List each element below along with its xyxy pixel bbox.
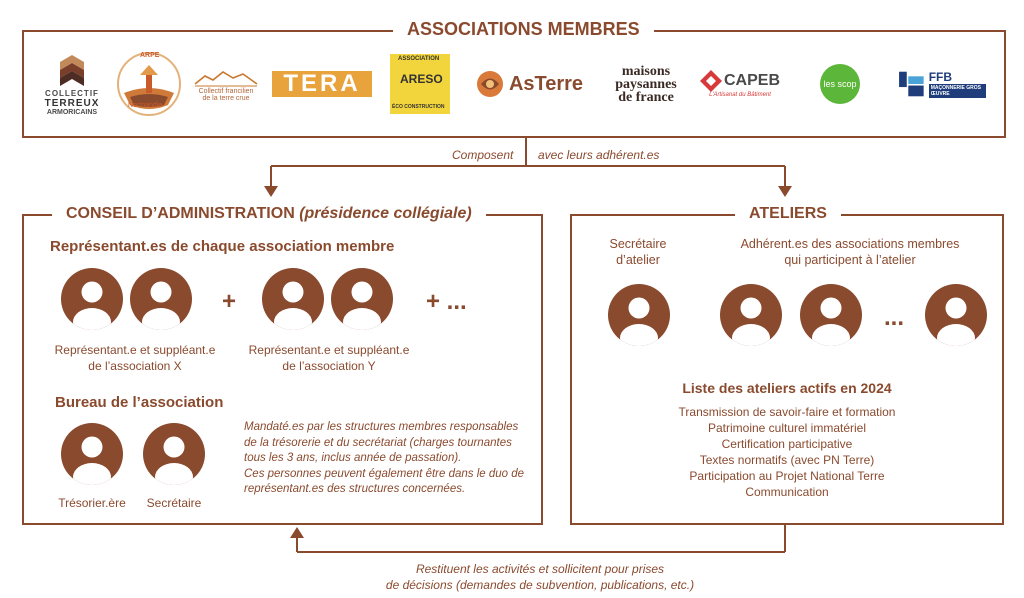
- logo-capeb: CAPEB L'Artisanat du Bâtiment: [694, 48, 786, 120]
- logo-arpe-l1: ARPE: [140, 52, 160, 59]
- logo-ffb-sub: MAÇONNERIE GROS ŒUVRE: [928, 84, 986, 98]
- logo-mp-l1: maisons: [621, 63, 671, 79]
- arpe-icon: [117, 52, 181, 116]
- terreux-icon: [60, 54, 84, 86]
- assoc-y-l2: de l’association Y: [282, 359, 376, 373]
- ateliers-title: ATELIERS: [735, 203, 841, 225]
- avatar-icon: [61, 268, 123, 330]
- flow-adherents: avec leurs adhérent.es: [538, 148, 660, 162]
- logo-mp-l3: de france: [618, 89, 674, 105]
- logo-les-scop: les scop: [804, 48, 876, 120]
- flow-bottom-l1: Restituent les activités et sollicitent …: [415, 562, 665, 576]
- bureau-heading: Bureau de l’association: [55, 394, 224, 411]
- tresorier-label: Trésorier.ère: [58, 496, 126, 510]
- conseil-title: CONSEIL D’ADMINISTRATION (présidence col…: [52, 203, 486, 225]
- members-title: ASSOCIATIONS MEMBRES: [393, 17, 654, 41]
- logo-francilien-l2: de la terre crue: [202, 95, 250, 102]
- logo-areso-l2: ARESO: [400, 72, 443, 86]
- conseil-title-main: CONSEIL D’ADMINISTRATION: [66, 205, 295, 222]
- logo-francilien-l1: Collectif francilien: [198, 88, 254, 95]
- assoc-y-label: Représentant.e et suppléant.e de l’assoc…: [240, 342, 418, 374]
- note-l2: de la trésorerie et du secrétariat (char…: [244, 436, 512, 449]
- flow-bottom: Restituent les activités et sollicitent …: [330, 562, 750, 593]
- logo-terreux-l1: COLLECTIF: [45, 88, 99, 98]
- asterre-icon: [476, 71, 503, 97]
- sec-atelier-l1: Secrétaire: [609, 237, 667, 251]
- adherents-l2: qui participent à l’atelier: [784, 253, 916, 267]
- logo-tera-text: TERA: [283, 70, 361, 97]
- ateliers-list: Transmission de savoir-faire et formatio…: [570, 404, 1004, 500]
- logo-terreux-l2: TERREUX: [44, 97, 100, 109]
- list-item: Transmission de savoir-faire et formatio…: [678, 405, 896, 419]
- list-item: Participation au Projet National Terre: [689, 469, 885, 483]
- logo-collectif-francilien: Collectif francilien de la terre crue: [190, 48, 262, 120]
- assoc-x-l2: de l’association X: [88, 359, 182, 373]
- representants-heading: Représentant.es de chaque association me…: [50, 238, 395, 255]
- logo-mp-l2: paysannes: [615, 76, 677, 92]
- logo-capeb-text: CAPEB: [723, 72, 780, 89]
- capeb-icon: [699, 70, 722, 92]
- adherents-label: Adhérent.es des associations membres qui…: [728, 236, 972, 268]
- ffb-icon: [899, 71, 924, 97]
- list-item: Textes normatifs (avec PN Terre): [699, 453, 875, 467]
- logo-terreux-l3: ARMORICAINS: [46, 108, 98, 116]
- assoc-x-label: Représentant.e et suppléant.e de l’assoc…: [50, 342, 220, 374]
- logo-ffb: FFB MAÇONNERIE GROS ŒUVRE: [896, 48, 986, 120]
- note-l4: Ces personnes peuvent également être dan…: [244, 467, 525, 480]
- adherents-l1: Adhérent.es des associations membres: [740, 237, 960, 251]
- ateliers-list-heading: Liste des ateliers actifs en 2024: [682, 380, 892, 396]
- sec-atelier-l2: d’atelier: [616, 253, 660, 267]
- logo-capeb-sub: L'Artisanat du Bâtiment: [709, 92, 771, 98]
- flow-composent: Composent: [452, 148, 514, 162]
- logo-maisons-paysannes: maisons paysannes de france: [600, 48, 692, 120]
- avatar-icon: [61, 423, 123, 485]
- avatar-icon: [262, 268, 324, 330]
- assoc-x-l1: Représentant.e et suppléant.e: [54, 343, 216, 357]
- logo-areso: ASSOCIATION ARESO ÉCO CONSTRUCTION: [388, 48, 452, 120]
- avatar-icon: [608, 284, 670, 346]
- conseil-title-italic: (présidence collégiale): [299, 205, 472, 222]
- list-item: Patrimoine culturel immatériel: [707, 421, 867, 435]
- assoc-y-l1: Représentant.e et suppléant.e: [248, 343, 410, 357]
- flow-bottom-l2: de décisions (demandes de subvention, pu…: [385, 577, 695, 592]
- list-item: Certification participative: [721, 437, 853, 451]
- note-l1: Mandaté.es par les structures membres re…: [244, 421, 519, 433]
- secretaire-atelier-label: Secrétaire d’atelier: [596, 236, 680, 268]
- avatar-icon: [143, 423, 205, 485]
- francilien-icon: [194, 71, 258, 87]
- note-l5: représentant.es des structures concernée…: [244, 483, 466, 495]
- logo-collectif-terreux-armoricains: COLLECTIF TERREUX ARMORICAINS: [34, 48, 110, 120]
- logo-scop-text: les scop: [823, 79, 857, 89]
- logo-tera: TERA: [270, 48, 374, 120]
- list-item: Communication: [745, 485, 829, 499]
- logo-ffb-text: FFB: [928, 70, 953, 84]
- logo-asterre-text: AsTerre: [508, 72, 584, 95]
- logo-asterre: AsTerre: [470, 48, 588, 120]
- plus-ellipsis: + ...: [426, 288, 467, 315]
- avatar-icon: [130, 268, 192, 330]
- bureau-note: Mandaté.es par les structures membres re…: [244, 420, 534, 498]
- avatar-icon: [800, 284, 862, 346]
- logo-areso-l5: ÉCO CONSTRUCTION: [392, 104, 445, 110]
- avatar-icon: [331, 268, 393, 330]
- ellipsis: ...: [884, 304, 905, 331]
- secretaire-label: Secrétaire: [146, 496, 202, 510]
- plus-sign: +: [222, 288, 237, 315]
- avatar-icon: [720, 284, 782, 346]
- logo-arpe-l2: Normandie: [128, 102, 163, 109]
- logo-areso-l1: ASSOCIATION: [398, 56, 440, 62]
- logo-arpe-normandie: ARPE Normandie: [114, 48, 184, 120]
- note-l3: tous les 3 ans, inclus année de passatio…: [244, 452, 462, 464]
- avatar-icon: [925, 284, 987, 346]
